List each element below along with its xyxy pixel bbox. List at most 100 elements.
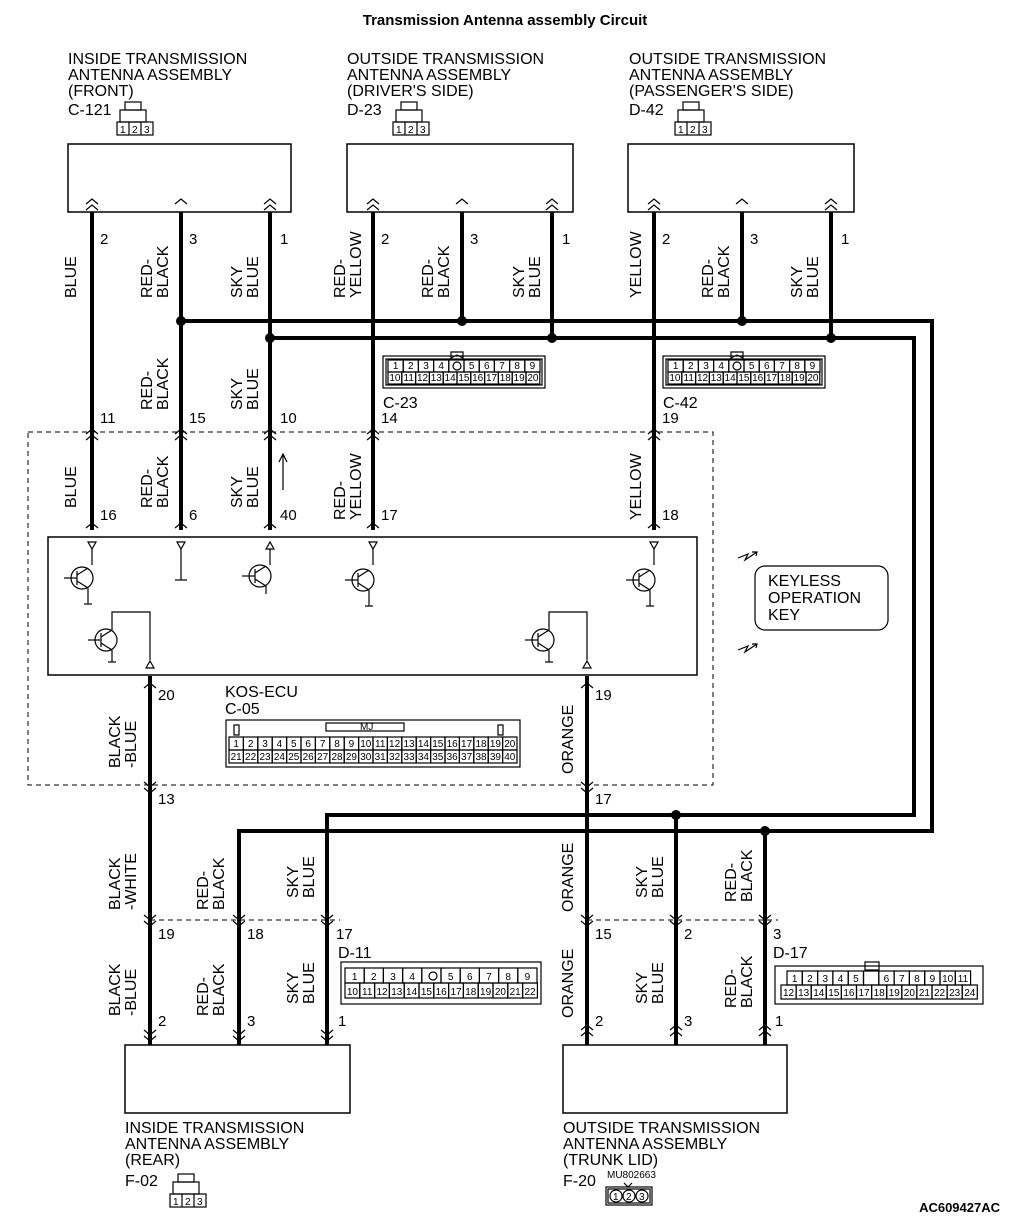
transistor-icon xyxy=(64,566,94,605)
wire-label: BLUE xyxy=(650,856,667,898)
connector-pin-number: 8 xyxy=(794,361,800,372)
front-label-2: ANTENNA ASSEMBLY xyxy=(68,67,233,84)
terminal-mark xyxy=(320,1029,334,1042)
connector-pin-number: 15 xyxy=(828,988,840,999)
connector-pin-number: 17 xyxy=(486,373,498,384)
pin-num: 3 xyxy=(420,125,426,136)
terminal-mark xyxy=(85,522,99,529)
connector-pin-number: 40 xyxy=(504,752,516,763)
connector-pin-number: 4 xyxy=(438,361,444,372)
connector-pin-number: 11 xyxy=(404,373,415,384)
driver-label-3: (DRIVER'S SIDE) xyxy=(347,83,474,100)
bus-red-black-lower xyxy=(237,829,765,1045)
wire-label: ORANGE xyxy=(560,843,577,912)
wire-label: RED- xyxy=(139,371,156,410)
transistor-icon xyxy=(525,611,588,663)
trunk-label-1: OUTSIDE TRANSMISSION xyxy=(563,1120,760,1137)
connector-pin-number: 3 xyxy=(262,739,268,750)
connector-pin-number: 20 xyxy=(504,739,516,750)
connector-pin-number: 7 xyxy=(486,972,492,983)
connector-pin-number: 24 xyxy=(964,988,976,999)
pin-number: 1 xyxy=(562,231,570,248)
connector-pin-number: 23 xyxy=(949,988,961,999)
pin-num: 1 xyxy=(173,1197,179,1208)
connector-pin-number: 5 xyxy=(749,361,755,372)
connector-icon-d42: 1 2 3 xyxy=(674,101,712,136)
pin-num: 3 xyxy=(197,1197,203,1208)
key-hole-icon xyxy=(452,361,462,371)
wire-label: BLACK xyxy=(155,245,172,298)
terminal-mark xyxy=(758,1024,772,1037)
connector-pin-number: 16 xyxy=(843,988,855,999)
wire-label: RED- xyxy=(195,977,212,1016)
connector-pin-number: 16 xyxy=(447,739,459,750)
wire-label: SKY xyxy=(229,266,246,298)
connector-pin-number: 39 xyxy=(490,752,502,763)
connector-pin-number: 15 xyxy=(421,987,433,998)
wire-label: SKY xyxy=(229,378,246,410)
wire-label: BLACK xyxy=(739,849,756,902)
connector-pin-number: 26 xyxy=(303,752,315,763)
terminal-mark xyxy=(735,198,749,205)
wire-label: BLACK xyxy=(107,963,124,1016)
connector-pin-number: 11 xyxy=(958,974,969,985)
splice-dot xyxy=(760,826,770,836)
wire-label: BLUE xyxy=(301,962,318,1004)
connector-pin-number: 12 xyxy=(389,739,401,750)
pin-number: 15 xyxy=(189,410,206,427)
terminal-mark xyxy=(580,781,594,794)
front-label-1: INSIDE TRANSMISSION xyxy=(68,51,247,68)
transistor-icon xyxy=(88,611,151,663)
connector-outline xyxy=(225,719,521,768)
connector-pin-number: 31 xyxy=(375,752,387,763)
pin-number: 2 xyxy=(595,1013,603,1030)
connector-pin-number: 15 xyxy=(738,373,750,384)
pin-num: 1 xyxy=(120,125,126,136)
wire-label: BLUE xyxy=(805,256,822,298)
wire-label: BLUE xyxy=(650,962,667,1004)
pin-number: 2 xyxy=(158,1013,166,1030)
terminal-mark xyxy=(647,198,661,211)
connector-pin-number: 5 xyxy=(853,974,859,985)
terminal-mark xyxy=(824,198,838,211)
passenger-antenna-label: OUTSIDE TRANSMISSION ANTENNA ASSEMBLY (P… xyxy=(629,51,826,119)
bus-sky-blue xyxy=(270,336,916,817)
connector-pin-number: 28 xyxy=(331,752,343,763)
connector-pin-number: 18 xyxy=(475,739,487,750)
connector-pin-number: 20 xyxy=(495,987,507,998)
driver-label-1: OUTSIDE TRANSMISSION xyxy=(347,51,544,68)
wire-label: SKY xyxy=(229,476,246,508)
splice-dot xyxy=(176,316,186,326)
connector-pin-number: 3 xyxy=(703,361,709,372)
connector-pin-number: 37 xyxy=(461,752,473,763)
connector-pin-number: 17 xyxy=(450,987,462,998)
wire-label: BLUE xyxy=(245,368,262,410)
connector-pin-number: 7 xyxy=(899,974,905,985)
wire-label: YELLOW xyxy=(348,452,365,520)
terminal-mark xyxy=(366,428,380,441)
front-antenna-box xyxy=(67,143,292,213)
wire-label: SKY xyxy=(285,972,302,1004)
connector-pin-number: 9 xyxy=(525,972,531,983)
connector-pin-number: 14 xyxy=(406,987,418,998)
wire-color-labels: BLUE RED- BLACK SKY BLUE RED- YELLOW RED… xyxy=(63,230,822,1018)
wire-label: BLUE xyxy=(63,256,80,298)
connector-pin-number: 6 xyxy=(764,361,770,372)
connector-pin-number: 32 xyxy=(389,752,401,763)
connector-pin-number: 10 xyxy=(347,987,359,998)
connector-pin-number: 12 xyxy=(376,987,388,998)
passenger-label-1: OUTSIDE TRANSMISSION xyxy=(629,51,826,68)
wire-label: BLACK xyxy=(211,857,228,910)
pin-numbers: 2 3 1 2 3 1 2 3 1 11 15 10 14 19 16 6 40… xyxy=(100,231,849,1030)
transistor-icon xyxy=(345,568,375,607)
connector-pin-number: 12 xyxy=(783,988,795,999)
pin-num: 2 xyxy=(690,125,696,136)
pin-number: 17 xyxy=(336,926,353,943)
mj-key-icon xyxy=(325,722,405,732)
